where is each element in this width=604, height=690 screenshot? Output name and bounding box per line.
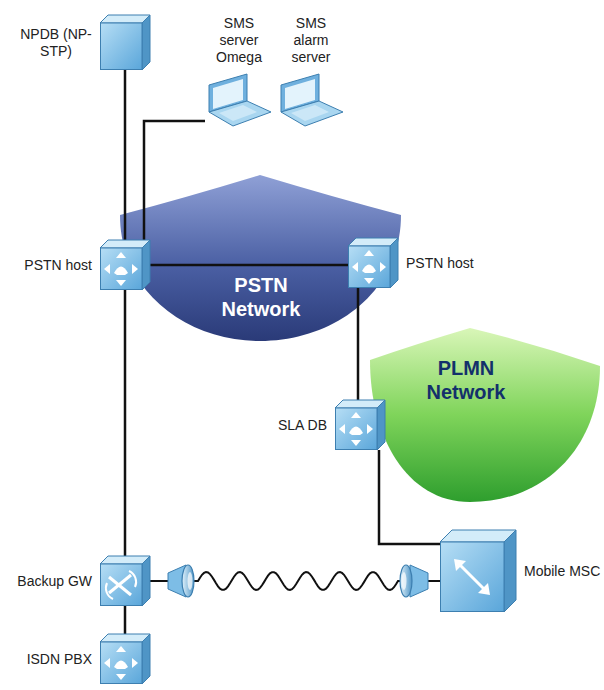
device-name: PSTN host: [406, 255, 474, 271]
device-name: ISDN PBX: [27, 651, 92, 667]
device-label: PSTN host: [406, 255, 474, 272]
network-cloud: [366, 326, 604, 504]
device-name: Mobile MSC: [524, 563, 600, 579]
connector-line: [357, 288, 360, 400]
device-icon: [440, 530, 516, 612]
device-node: PSTN host: [348, 238, 398, 288]
device-icon: [100, 634, 150, 684]
connector-line: [150, 264, 348, 267]
device-name: SLA DB: [278, 417, 327, 433]
device-node: SMS alarm server: [277, 72, 345, 127]
device-name: NPDB (NP-STP): [20, 26, 92, 59]
device-node: NPDB (NP-STP): [100, 15, 150, 70]
device-label: Backup GW: [17, 573, 92, 590]
device-label: ISDN PBX: [27, 651, 92, 668]
device-icon: [100, 240, 150, 290]
device-name: PSTN host: [24, 257, 92, 273]
device-icon: [348, 238, 398, 288]
antenna-dish: [168, 565, 194, 597]
device-node: Backup GW: [100, 556, 150, 606]
network-name: PLMN Network: [427, 357, 506, 403]
network-label: PSTN Network: [211, 273, 311, 321]
network-region: PLMN Network: [366, 326, 604, 504]
device-node: ISDN PBX: [100, 634, 150, 684]
network-name: PSTN Network: [222, 274, 301, 320]
connector-line: [124, 606, 127, 634]
device-node: SMS server Omega: [205, 72, 273, 127]
device-label: SMS alarm server: [285, 15, 337, 66]
device-name: SMS alarm server: [292, 15, 331, 65]
antenna-dish: [400, 565, 428, 597]
connector-line: [124, 70, 127, 240]
device-label: PSTN host: [24, 257, 92, 274]
device-name: SMS server Omega: [216, 15, 262, 65]
laptop-icon: [205, 72, 273, 127]
connector-line: [124, 290, 127, 556]
device-name: Backup GW: [17, 573, 92, 589]
laptop-icon: [277, 72, 345, 127]
device-label: NPDB (NP-STP): [20, 26, 92, 60]
device-node: PSTN host: [100, 240, 150, 290]
device-label: SLA DB: [278, 417, 327, 434]
device-icon: [100, 556, 150, 606]
device-label: Mobile MSC: [524, 563, 600, 580]
device-label: SMS server Omega: [210, 15, 268, 66]
device-node: SLA DB: [335, 400, 385, 450]
device-icon: [335, 400, 385, 450]
device-node: Mobile MSC: [440, 530, 516, 612]
device-icon: [100, 15, 150, 70]
network-label: PLMN Network: [410, 356, 522, 404]
